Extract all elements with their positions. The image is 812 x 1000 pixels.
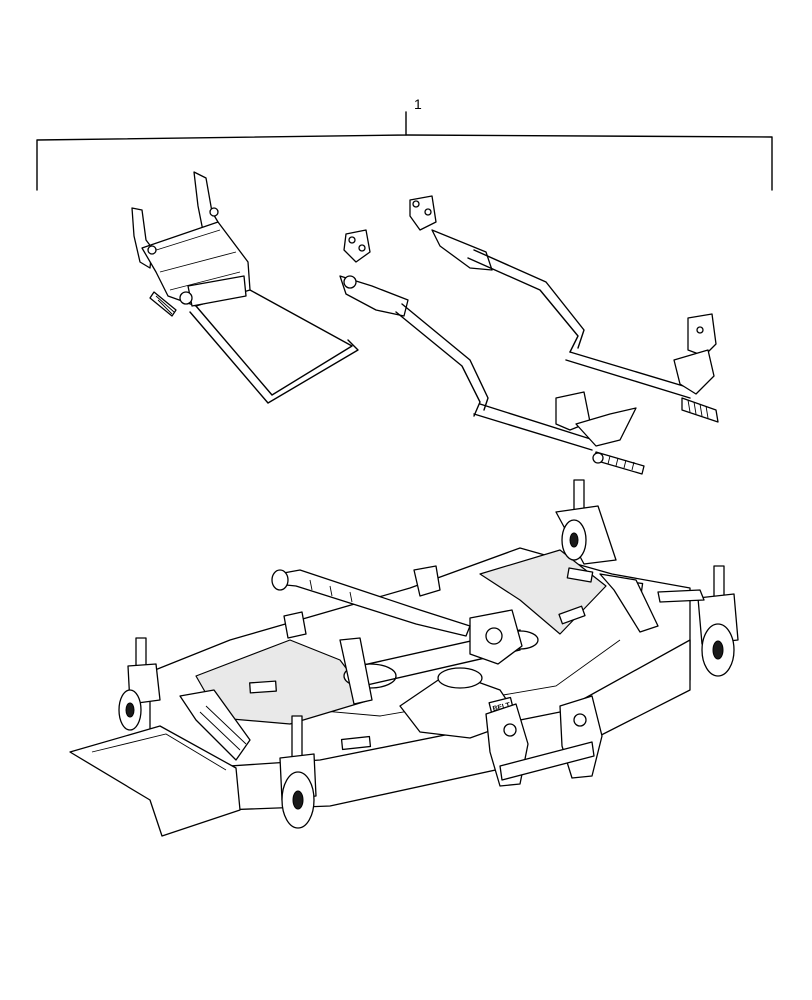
callout-number: 1 — [414, 96, 422, 112]
mower-deck: BELT — [69, 547, 691, 837]
caster-wheel-front-left — [279, 715, 317, 829]
rear-lift-linkage — [339, 195, 719, 475]
caster-wheel-rear-left — [118, 637, 161, 731]
caster-wheel-rear-right — [555, 479, 617, 565]
belt-decal-text: BELT — [492, 702, 512, 713]
front-lift-bracket — [131, 171, 359, 404]
assembly-bracket — [36, 111, 773, 191]
deck-rear-arm — [599, 573, 705, 633]
caster-wheel-front-right — [697, 565, 739, 677]
